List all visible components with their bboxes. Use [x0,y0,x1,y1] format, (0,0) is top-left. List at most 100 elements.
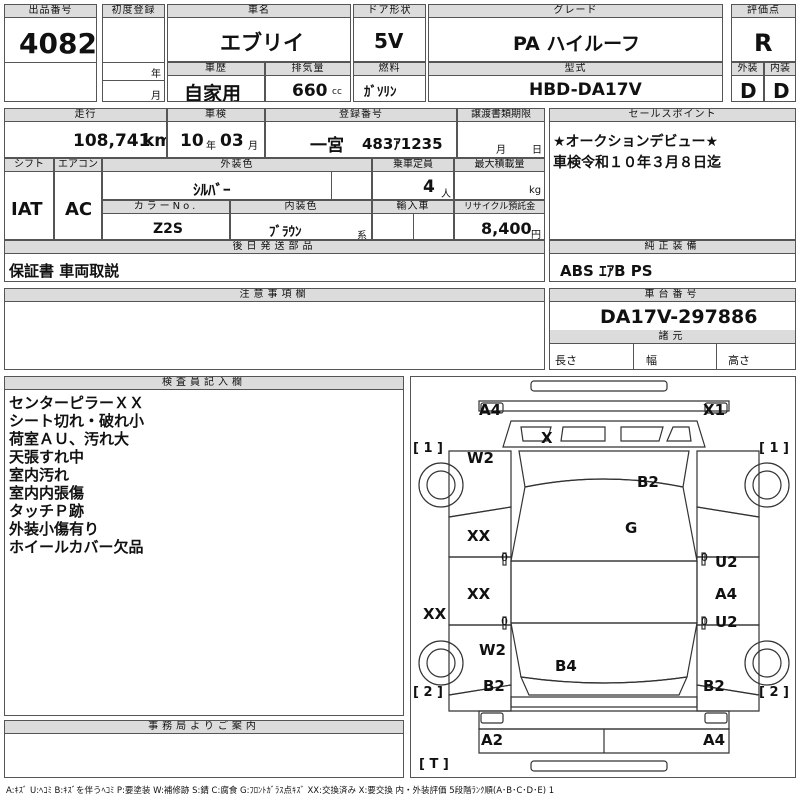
int-color-label: 内装色 [231,201,371,214]
office-notice-cell: 事務局よりご案内 [4,720,404,778]
width-label: 幅 [646,354,657,367]
chassis-label: 車台番号 [550,289,795,302]
length-label: 長さ [555,354,577,367]
inspection-year-unit: 年 [206,141,216,152]
car-damage-diagram: A4 X1 X W2 B2 G XX XX U2 A4 U2 XX W2 B4 … [410,376,796,778]
color-no-label: カラーNo. [103,201,229,214]
ac-cell: エアコン AC [54,158,102,240]
height-label: 高さ [728,354,750,367]
door-value: 5V [374,29,404,53]
tire-label: [ 1 ] [759,441,789,456]
sales-point-line-2: 車検令和１０年３月８日迄 [553,155,721,171]
tire-label: [ 2 ] [413,685,443,700]
fuel-cell: 燃料 ｶﾞｿﾘﾝ [353,62,426,102]
inspector-note: シート切れ・破れ小 [9,412,145,430]
int-color-cell: 内装色 ﾌﾞﾗｳﾝ 系 [230,200,372,240]
deferred-parts-cell: 後日発送部品 保証書 車両取説 [4,240,545,282]
inspection-label: 車検 [168,109,264,122]
ext-color-label: 外装色 [103,159,371,172]
office-notice-label: 事務局よりご案内 [5,721,403,734]
load-label: 最大積載量 [455,159,544,172]
damage-label: XX [467,585,491,603]
model-value: HBD-DA17V [529,80,642,100]
recycle-unit: 円 [531,230,541,240]
damage-label: A2 [481,731,504,749]
mileage-value: 108,741 [73,131,151,151]
ext-color-value: ｼﾙﾊﾞｰ [193,181,231,199]
inspector-note: 室内内張傷 [9,484,85,502]
chassis-value: DA17V-297886 [600,306,758,328]
inspector-note: 荷室ＡＵ、汚れ大 [9,430,130,448]
damage-label: B2 [483,677,505,695]
damage-label: X [541,429,553,447]
capacity-cell: 乗車定員 4 人 [372,158,454,200]
fuel-value: ｶﾞｿﾘﾝ [364,85,397,100]
exterior-value: D [740,79,757,102]
score-label: 評価点 [732,5,795,18]
damage-label: B2 [637,473,659,491]
first-registration-cell: 初度登録 年 月 [102,4,165,102]
sales-point-line-1: ★オークションデビュー★ [553,134,719,150]
regno-area: 一宮 [310,136,344,156]
score-value: R [754,29,773,57]
recycle-label: リサイクル預託金 [455,201,544,214]
inspector-note: 室内汚れ [9,466,70,484]
load-unit: kg [529,185,542,196]
score-cell: 評価点 R [731,4,796,62]
history-label: 車歴 [168,63,264,76]
deferred-parts-value: 保証書 車両取説 [9,262,120,280]
mileage-unit: km [143,131,166,151]
import-cell: 輸入車 [372,200,454,240]
mileage-label: 走行 [5,109,166,122]
grade-cell: グレード PA ハイルーフ [428,4,723,62]
car-name-cell: 車名 エブリイ [167,4,351,62]
inspector-note: 外装小傷有り [9,520,100,538]
small-mark: 0 [501,615,508,628]
damage-label: A4 [703,731,726,749]
sales-points-cell: セールスポイント ★オークションデビュー★ 車検令和１０年３月８日迄 [549,108,796,240]
small-mark: 0 [701,551,708,564]
damage-label: B4 [555,657,577,675]
fuel-label: 燃料 [354,63,425,76]
displacement-cell: 排気量 660 cc [265,62,351,102]
genuine-equipment-cell: 純正装備 ABS ｴｱB PS [549,240,796,282]
tire-label: [ 1 ] [413,441,443,456]
chassis-cell: 車台番号 DA17V-297886 諸元 長さ 幅 高さ [549,288,796,370]
lot-number-label: 出品番号 [5,5,96,18]
shift-cell: シフト IAT [4,158,54,240]
inspector-notes-cell: 検査員記入欄 センターピラーＸＸ シート切れ・破れ小 荷室ＡＵ、汚れ大 天張すれ… [4,376,404,716]
ac-value: AC [65,199,93,220]
inspection-month-unit: 月 [248,141,258,152]
regno-number: 483ｱ1235 [362,135,443,153]
first-registration-label: 初度登録 [103,5,164,18]
car-name-value: エブリイ [220,31,304,55]
inspection-cell: 車検 10 年 03 月 [167,108,265,158]
damage-label: X1 [703,401,726,419]
regno-label: 登録番号 [266,109,456,122]
damage-label: G [625,519,638,537]
lot-number-value: 4082 [19,27,97,60]
specs-label-bar: 諸元 [550,330,795,344]
damage-label: U2 [715,553,738,571]
transfer-day: 日 [532,145,542,156]
shift-label: シフト [5,159,53,172]
damage-label: XX [423,605,447,623]
door-label: ドア形状 [354,5,425,18]
recycle-cell: リサイクル預託金 8,400 円 [454,200,545,240]
lot-number-cell: 出品番号 4082 [4,4,97,102]
small-mark: 0 [701,615,708,628]
car-name-label: 車名 [168,5,350,18]
capacity-unit: 人 [441,189,451,200]
capacity-label: 乗車定員 [373,159,453,172]
recycle-value: 8,400 [481,219,532,238]
damage-label: B2 [703,677,725,695]
history-value: 自家用 [184,83,242,102]
inspector-notes-label: 検査員記入欄 [5,377,403,390]
interior-value: D [773,79,790,102]
inspection-year: 10 [180,131,204,151]
color-no-value: Z2S [153,221,183,237]
interior-label: 内装 [765,63,795,76]
door-cell: ドア形状 5V [353,4,426,62]
inspector-note: 天張すれ中 [9,448,85,466]
transfer-cell: 譲渡書類期限 月 日 [457,108,545,158]
